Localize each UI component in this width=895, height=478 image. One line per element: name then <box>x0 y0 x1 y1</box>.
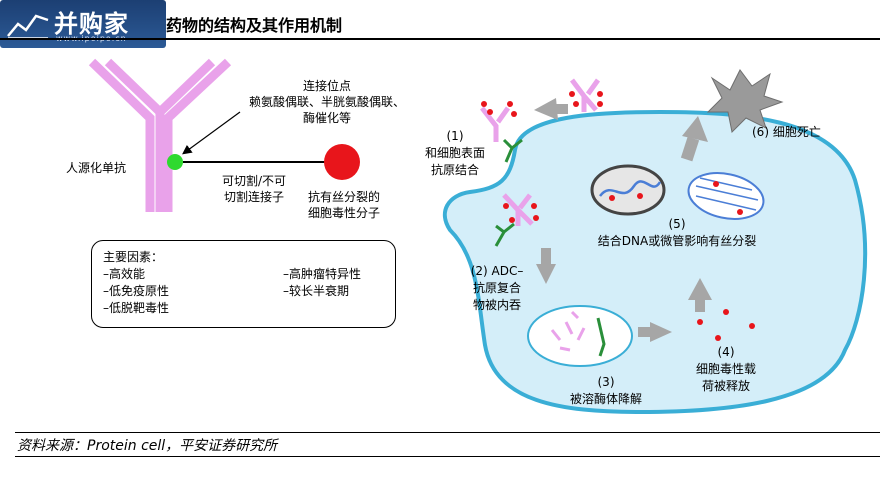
factor-item: –高效能 <box>103 267 146 281</box>
step2-line2: 抗原复合 <box>472 281 522 295</box>
conjugation-site-title: 连接位点 <box>302 79 352 93</box>
internalized-complex-icon <box>494 193 539 247</box>
arrow-death-shaft <box>680 136 700 162</box>
step2-line3: 物被内吞 <box>472 298 522 312</box>
logo: 并购家 www.ipoipo.cn <box>0 0 166 48</box>
adc-binding-icon <box>480 101 523 163</box>
factor-item: –低免疫原性 <box>103 284 170 298</box>
arrow-bind <box>534 98 558 120</box>
factor-item: –低脱靶毒性 <box>103 301 170 315</box>
step2-line1: (2) ADC– <box>470 264 524 278</box>
payload-label-1: 抗有丝分裂的 <box>307 190 381 204</box>
nucleus-payload-1 <box>609 195 615 201</box>
factor-item: –高肿瘤特异性 <box>283 267 362 281</box>
nucleus-payload-2 <box>637 193 643 199</box>
factor-item: –较长半衰期 <box>283 284 350 298</box>
arrow-degrade <box>650 322 672 342</box>
key-factors-box <box>91 240 396 328</box>
conjugation-site-detail-2: 酶催化等 <box>302 111 352 125</box>
step4-line1: 细胞毒性载 <box>695 362 757 376</box>
linker-label-2: 切割连接子 <box>223 190 285 204</box>
footer-rule-top <box>15 432 880 433</box>
payload-dot <box>324 144 360 180</box>
arrow-release <box>688 278 712 300</box>
page-title: 药物的结构及其作用机制 <box>166 16 343 35</box>
arrow-death <box>682 116 708 142</box>
microtubule-lines <box>695 177 759 211</box>
arrow-internalize-shaft <box>541 248 551 266</box>
step1-number: (1) <box>446 129 464 143</box>
antigen-fragment <box>596 317 606 357</box>
step3-number: (3) <box>597 375 615 389</box>
conjugation-site-dot <box>167 154 183 170</box>
antibody-shape <box>88 58 232 212</box>
arrow-release-shaft <box>695 298 705 312</box>
antibody-label: 人源化单抗 <box>66 161 127 175</box>
mito-payload-1 <box>713 181 719 187</box>
logo-text: 并购家 <box>54 10 129 38</box>
free-adc-icon <box>569 78 603 112</box>
step4-line2: 荷被释放 <box>701 379 751 393</box>
payload-label-2: 细胞毒性分子 <box>307 206 381 220</box>
nucleus <box>590 164 666 216</box>
mito-payload-2 <box>737 209 743 215</box>
arrow-degrade-shaft <box>638 327 652 337</box>
step6-text: (6) 细胞死亡 <box>752 125 821 139</box>
step1-line1: 和细胞表面 <box>424 146 486 160</box>
step5-number: (5) <box>668 217 686 231</box>
step4-number: (4) <box>717 345 735 359</box>
header-rule <box>0 38 880 40</box>
released-payloads <box>697 309 755 341</box>
arrow-bind-shaft <box>554 104 568 114</box>
step3-text: 被溶酶体降解 <box>569 392 643 406</box>
step1-line2: 抗原结合 <box>430 163 480 177</box>
arrow-internalize <box>536 264 556 284</box>
dna-strand <box>599 180 662 197</box>
degraded-fragments-icon <box>550 310 586 352</box>
footer-rule-bottom <box>15 456 880 457</box>
source-note: 资料来源：Protein cell，平安证券研究所 <box>17 438 278 454</box>
step5-text: 结合DNA或微管影响有丝分裂 <box>597 234 757 248</box>
pointer-arrow <box>182 111 241 155</box>
linker-label-1: 可切割/不可 <box>221 174 287 188</box>
conjugation-site-detail-1: 赖氨酸偶联、半胱氨酸偶联、 <box>248 95 406 109</box>
dead-cell-icon <box>706 69 784 134</box>
factors-heading: 主要因素： <box>103 250 164 264</box>
